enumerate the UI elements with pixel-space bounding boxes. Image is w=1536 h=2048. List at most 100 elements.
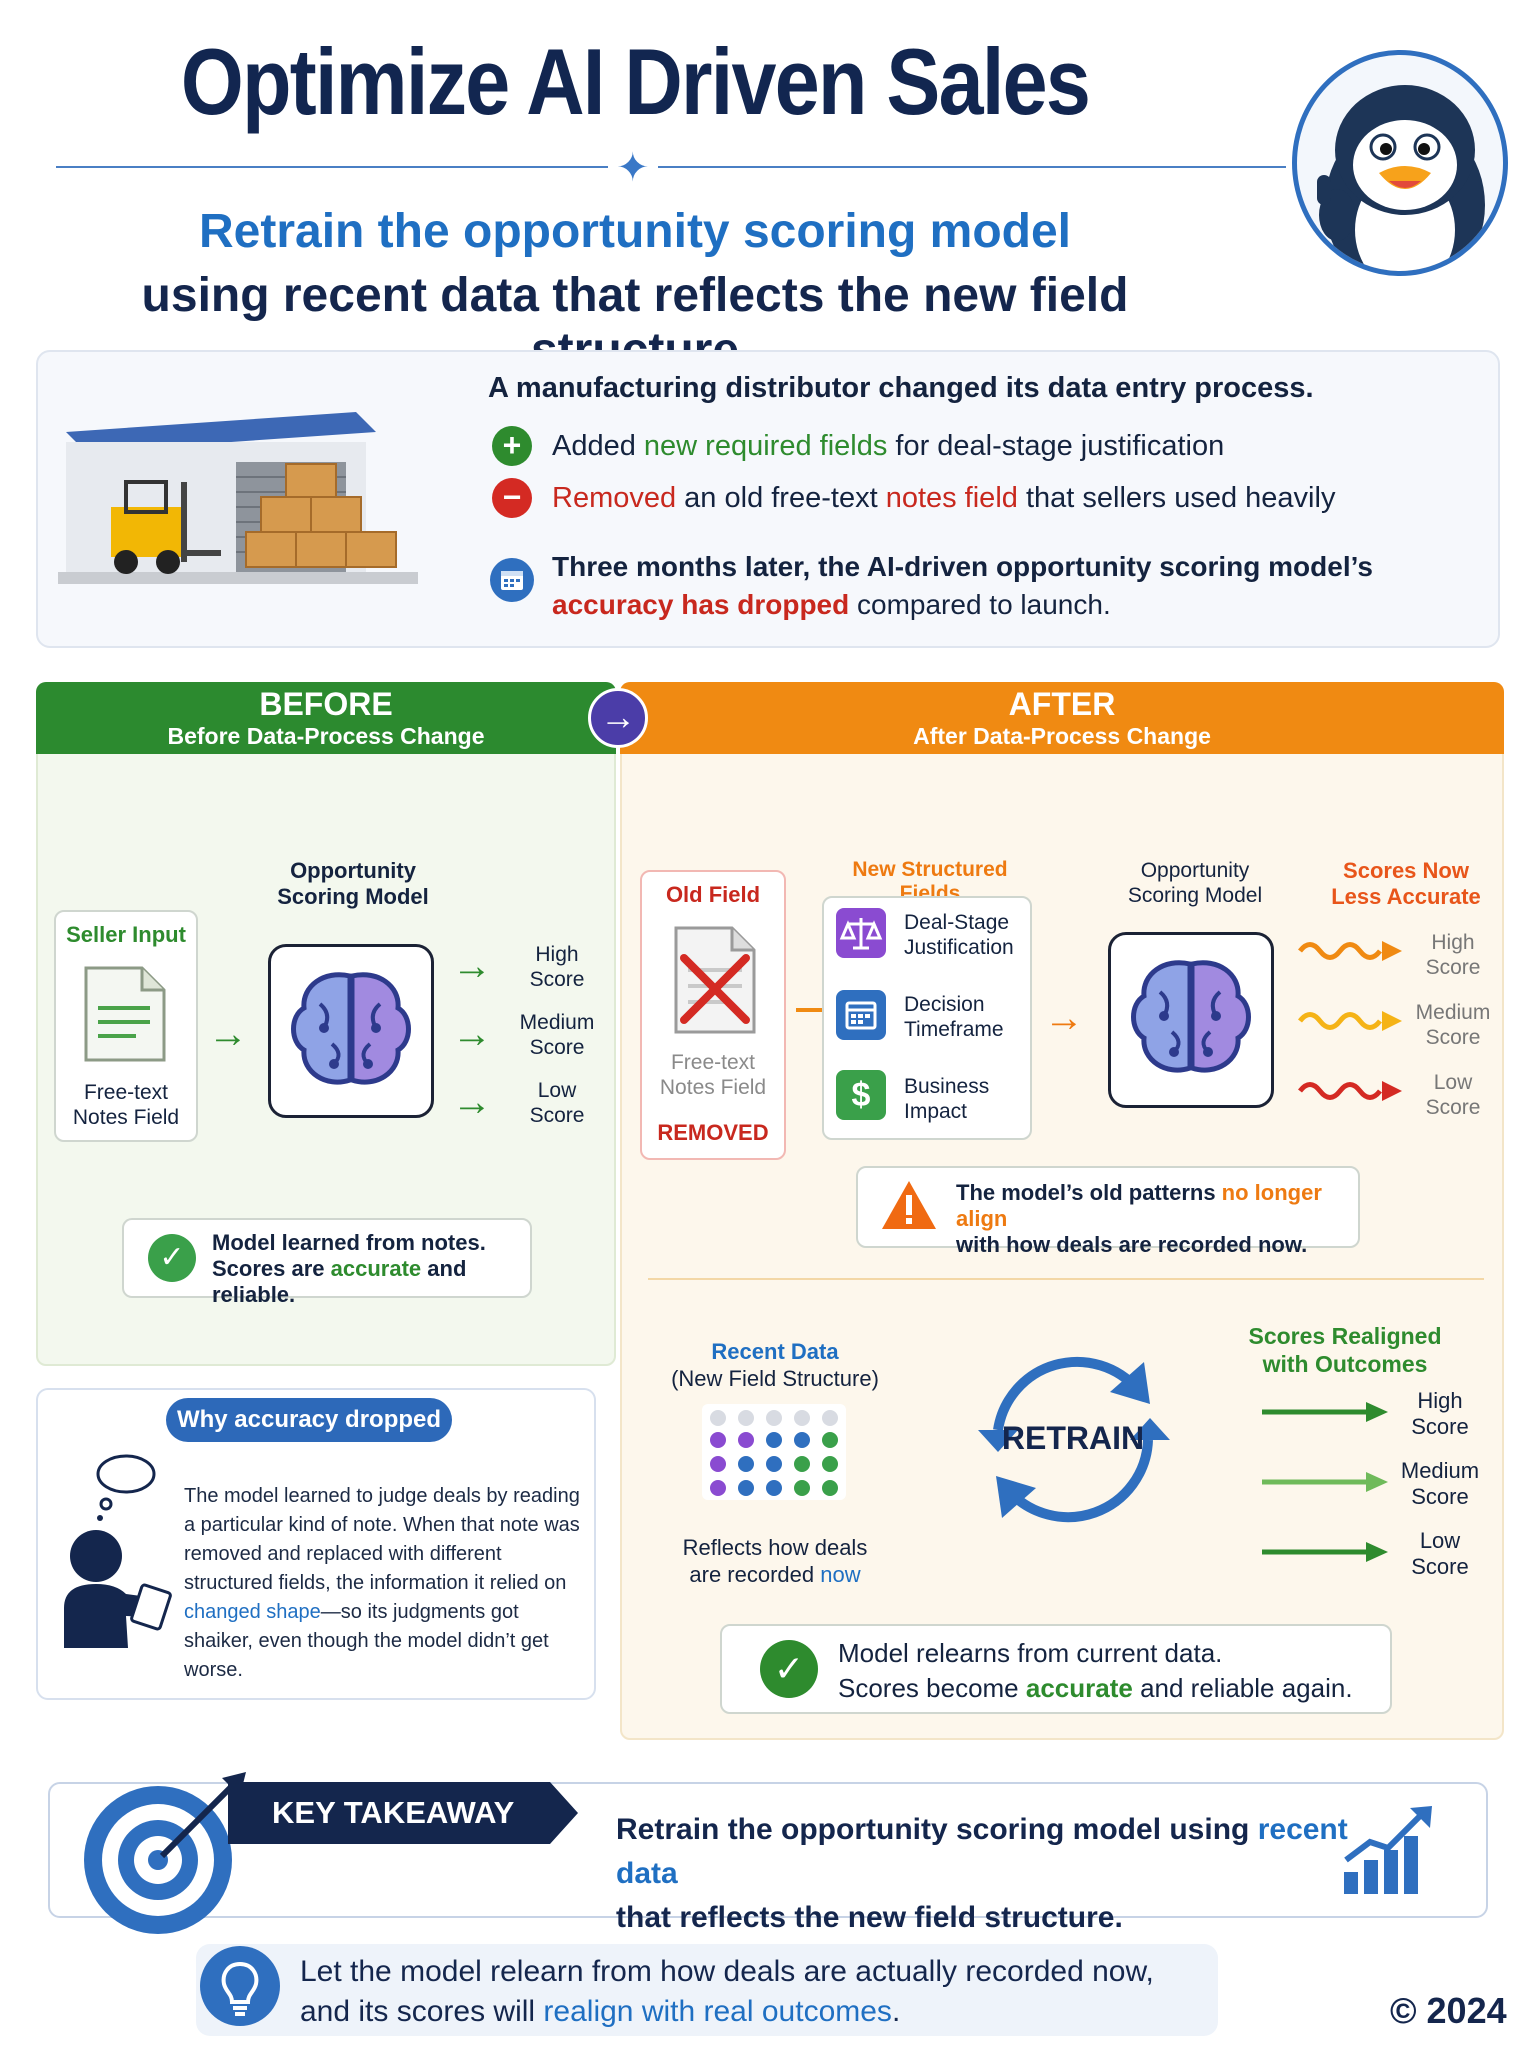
arrow-right-icon: → bbox=[588, 688, 648, 748]
warehouse-illustration-icon bbox=[56, 392, 422, 592]
score-word: Score bbox=[1425, 1096, 1481, 1119]
takeaway-prefix: Retrain the opportunity scoring model us… bbox=[616, 1813, 1258, 1846]
after-header: AFTER After Data-Process Change bbox=[620, 682, 1504, 754]
realign-highlight: realign with real outcomes bbox=[543, 1995, 892, 2028]
now-highlight: now bbox=[820, 1562, 861, 1587]
before-header: BEFORE Before Data-Process Change bbox=[36, 682, 616, 754]
notes-label-line-1: Free-text bbox=[83, 1081, 169, 1104]
no-longer-align-highlight: no longer align bbox=[956, 1180, 1322, 1231]
brain-icon bbox=[284, 964, 418, 1098]
score-level: Medium bbox=[1415, 1001, 1491, 1024]
intro-heading: A manufacturing distributor changed its … bbox=[488, 372, 1314, 404]
takeaway-text: Retrain the opportunity scoring model us… bbox=[616, 1808, 1356, 1940]
page-title: Optimize AI Driven Sales bbox=[180, 29, 1091, 134]
model-label-line-2: Scoring Model bbox=[1127, 884, 1263, 907]
lightbulb-icon bbox=[200, 1946, 280, 2026]
score-word: Score bbox=[1425, 956, 1481, 979]
document-icon bbox=[82, 966, 168, 1062]
after-title: AFTER bbox=[1008, 686, 1116, 722]
growth-chart-icon bbox=[1340, 1802, 1436, 1898]
field-line-2: Impact bbox=[904, 1100, 968, 1123]
field-line-2: Timeframe bbox=[904, 1018, 1004, 1041]
bottom-callout bbox=[196, 1944, 1218, 2036]
dollar-icon: $ bbox=[836, 1070, 886, 1120]
thinking-person-icon bbox=[56, 1448, 172, 1648]
arrow-right-icon: → bbox=[452, 944, 492, 988]
added-suffix: for deal-stage justification bbox=[887, 430, 1225, 462]
minus-icon: − bbox=[492, 478, 532, 518]
wavy-arrow-icon bbox=[1298, 936, 1408, 966]
added-highlight: new required fields bbox=[643, 430, 888, 462]
subtitle-line-1: Retrain the opportunity scoring model bbox=[198, 205, 1072, 258]
score-word: Score bbox=[1425, 1026, 1481, 1049]
field-line-2: Justification bbox=[904, 936, 1014, 959]
intro-removed-line: Removed an old free-text notes field tha… bbox=[552, 482, 1335, 515]
removed-label: REMOVED bbox=[657, 1120, 769, 1145]
after-result-text: Model relearns from current data. Scores… bbox=[838, 1636, 1378, 1706]
result-line-1: Model learned from notes. bbox=[212, 1230, 486, 1255]
realigned-label: Scores Realigned with Outcomes bbox=[1230, 1322, 1460, 1378]
scale-icon bbox=[836, 908, 886, 958]
old-notes-line-1: Free-text bbox=[670, 1051, 756, 1074]
deleted-document-icon bbox=[670, 924, 760, 1036]
bottom-text: Let the model relearn from how deals are… bbox=[300, 1952, 1200, 2032]
wavy-arrow-icon bbox=[1298, 1076, 1408, 1106]
model-label-line-2: Scoring Model bbox=[277, 884, 429, 909]
brain-icon bbox=[1124, 952, 1258, 1086]
warning-text: The model’s old patterns no longer align… bbox=[956, 1180, 1356, 1258]
before-result-text: Model learned from notes. Scores are acc… bbox=[212, 1230, 522, 1308]
after-result-card bbox=[720, 1624, 1392, 1714]
warning-prefix: The model’s old patterns bbox=[956, 1180, 1222, 1205]
arrow-right-icon bbox=[1262, 1400, 1390, 1424]
section-divider bbox=[648, 1278, 1484, 1280]
retrain-label: RETRAIN bbox=[1001, 1420, 1145, 1456]
score-level: High bbox=[535, 943, 579, 966]
plus-icon: + bbox=[492, 426, 532, 466]
intro-added-line: Added new required fields for deal-stage… bbox=[552, 430, 1224, 463]
model-label-line-1: Opportunity bbox=[1140, 859, 1250, 882]
recent-data-highlight: recent data bbox=[616, 1813, 1348, 1890]
score-word: Score bbox=[529, 1036, 585, 1059]
result-suffix: and reliable again. bbox=[1132, 1673, 1353, 1703]
removed-suffix: that sellers used heavily bbox=[1017, 482, 1336, 514]
added-prefix: Added bbox=[552, 430, 644, 462]
warning-card bbox=[856, 1166, 1360, 1248]
calendar-icon bbox=[490, 558, 534, 602]
impact-line-1: Three months later, the AI-driven opport… bbox=[552, 551, 1373, 582]
why-explanation: The model learned to judge deals by read… bbox=[184, 1482, 584, 1685]
result-suffix: and reliable. bbox=[212, 1256, 467, 1307]
realigned-line-2: with Outcomes bbox=[1262, 1351, 1428, 1377]
score-word: Score bbox=[1411, 1484, 1469, 1509]
score-level: High bbox=[1431, 931, 1475, 954]
score-word: Score bbox=[1411, 1554, 1469, 1579]
arrow-right-icon: → bbox=[452, 1012, 492, 1056]
old-notes-line-2: Notes Field bbox=[659, 1076, 767, 1099]
score-word: Score bbox=[529, 968, 585, 991]
seller-input-label: Seller Input bbox=[66, 922, 186, 947]
after-model-label: Opportunity Scoring Model bbox=[1100, 858, 1290, 908]
removed-highlight: Removed bbox=[552, 482, 677, 514]
intro-card bbox=[36, 350, 1500, 648]
arrow-right-icon: → bbox=[452, 1080, 492, 1124]
calendar-icon bbox=[836, 990, 886, 1040]
recent-data-label: Recent Data (New Field Structure) bbox=[660, 1338, 890, 1392]
score-word: Score bbox=[1411, 1414, 1469, 1439]
reflects-label: Reflects how deals are recorded now bbox=[660, 1534, 890, 1588]
arrow-right-icon: → bbox=[1044, 996, 1084, 1040]
arrow-right-icon bbox=[1262, 1540, 1390, 1564]
bottom-line-1: Let the model relearn from how deals are… bbox=[300, 1955, 1154, 1988]
score-level: Medium bbox=[1400, 1458, 1480, 1483]
old-field-label: Old Field bbox=[665, 882, 761, 907]
less-accurate-line-2: Less Accurate bbox=[1331, 884, 1481, 909]
score-word: Score bbox=[529, 1104, 585, 1127]
before-title: BEFORE bbox=[259, 686, 393, 722]
